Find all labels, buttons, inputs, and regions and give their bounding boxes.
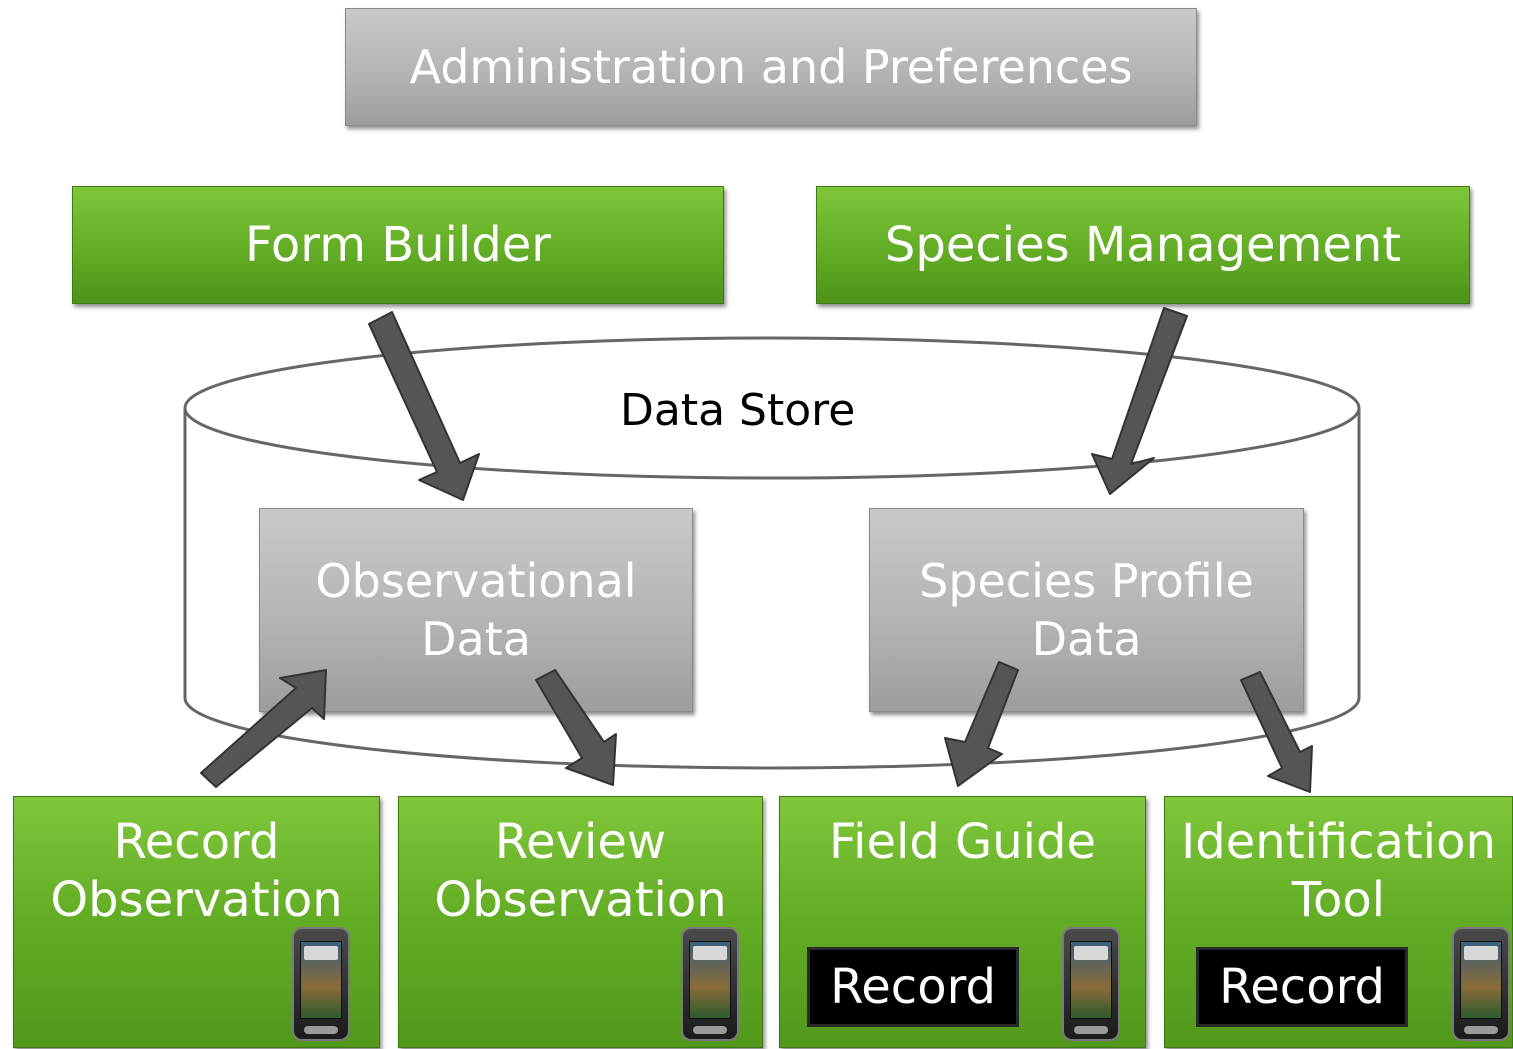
field-guide-tile[interactable]: Field Guide Record — [779, 796, 1146, 1048]
species-profile-data-label: Species Profile Data — [919, 554, 1254, 666]
arrow-species-management-to-profile — [1091, 307, 1188, 495]
smartphone-icon — [292, 927, 350, 1041]
species-management-label: Species Management — [884, 217, 1402, 273]
arrow-profile-to-field-guide — [944, 661, 1019, 787]
data-store-label: Data Store — [620, 385, 856, 436]
review-observation-tile[interactable]: Review Observation — [398, 796, 763, 1048]
administration-preferences-box[interactable]: Administration and Preferences — [345, 8, 1197, 126]
species-profile-data-box[interactable]: Species Profile Data — [869, 508, 1304, 712]
arrow-profile-to-identification — [1240, 671, 1313, 793]
smartphone-icon — [1062, 927, 1120, 1041]
field-guide-label: Field Guide — [829, 814, 1096, 870]
arrow-record-to-observational — [200, 669, 327, 788]
identification-tool-record-button[interactable]: Record — [1196, 947, 1408, 1027]
species-management-box[interactable]: Species Management — [816, 186, 1470, 304]
identification-tool-tile[interactable]: Identification Tool Record — [1164, 796, 1513, 1048]
observational-data-label: Observational Data — [315, 554, 637, 666]
review-observation-label: Review Observation — [434, 814, 727, 928]
smartphone-icon — [681, 927, 739, 1041]
identification-tool-label: Identification Tool — [1181, 814, 1496, 928]
form-builder-label: Form Builder — [245, 217, 551, 273]
field-guide-record-button[interactable]: Record — [807, 947, 1019, 1027]
record-observation-tile[interactable]: Record Observation — [13, 796, 380, 1048]
smartphone-icon — [1452, 927, 1510, 1041]
form-builder-box[interactable]: Form Builder — [72, 186, 724, 304]
administration-preferences-label: Administration and Preferences — [409, 40, 1133, 94]
arrow-form-builder-to-observational — [368, 311, 480, 501]
observational-data-box[interactable]: Observational Data — [259, 508, 693, 712]
record-observation-label: Record Observation — [50, 814, 343, 928]
arrow-observational-to-review — [535, 669, 617, 786]
